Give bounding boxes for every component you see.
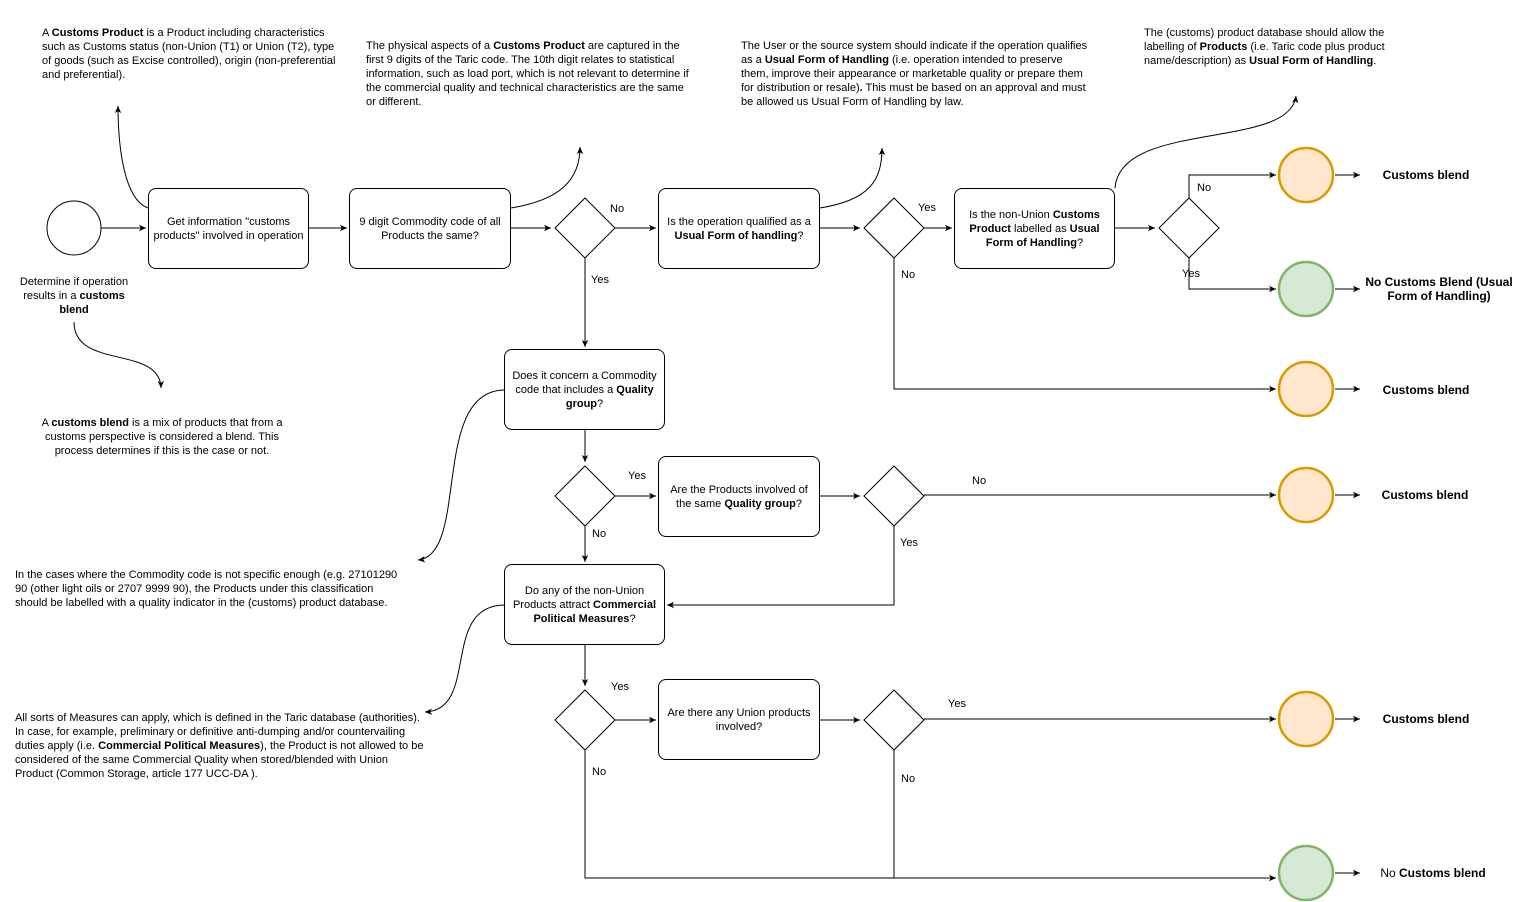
edge-label-d4-no: No [592,528,607,540]
end-label-customs-blend-2: Customs blend [1382,383,1470,397]
box-quality-group-code[interactable]: Does it concern a Commodity code that in… [504,349,665,430]
annotation-curve-commodity-specific [417,389,506,563]
decision-diamond-3[interactable] [1158,197,1220,259]
edge-label-d3-no: No [1197,182,1212,194]
decision-diamond-6[interactable] [554,689,616,751]
end-label-no-blend-usual: No Customs Blend (Usual Form of Handling… [1365,275,1513,303]
annotation-curve-user-indicate [819,147,886,209]
note-database: The (customs) product database should al… [1144,27,1385,67]
edge-label-d4-yes: Yes [628,470,646,482]
end-label-customs-blend-3: Customs blend [1381,488,1469,502]
edge-label-d2-yes: Yes [918,202,936,214]
edge-label-d5-no: No [972,475,987,487]
end-circle-no-blend-usual[interactable] [1277,260,1335,318]
annotation-curve-measures [424,604,506,715]
note-measures: All sorts of Measures can apply, which i… [15,712,424,780]
box-commercial-measures[interactable]: Do any of the non-Union Products attract… [504,564,665,645]
note-blend-def: A customs blend is a mix of products tha… [41,417,283,457]
edge-label-d7-no: No [901,773,916,785]
edge-label-d6-no: No [592,766,607,778]
edge-d3-no [1188,171,1276,198]
edge-label-d3-yes: Yes [1182,268,1200,280]
edge-label-d2-no: No [901,269,916,281]
decision-diamond-1[interactable] [554,197,616,259]
edge-label-d7-yes: Yes [948,698,966,710]
edge-label-d5-yes: Yes [900,537,918,549]
annotation-curve-physical-aspects [510,146,584,209]
decision-diamond-2[interactable] [863,197,925,259]
end-circle-customs-blend-2[interactable] [1277,360,1335,418]
start-node[interactable] [46,200,102,256]
edge-label-d1-no: No [610,203,625,215]
end-label-no-blend: No Customs blend [1380,866,1486,880]
edge-d3-yes [1188,258,1276,293]
edge-d2-no [893,258,1276,393]
note-determine: Determine if operation results in a cust… [19,276,129,316]
annotation-curve-customs-product [114,105,149,209]
end-circle-customs-blend-3[interactable] [1277,466,1335,524]
box-usual-form[interactable]: Is the operation qualified as a Usual Fo… [658,188,820,269]
edge-label-d1-yes: Yes [591,274,609,286]
decision-diamond-4[interactable] [554,465,616,527]
edge-d6-no [584,750,1276,882]
edge-label-d6-yes: Yes [611,681,629,693]
edge-d5-yes [667,526,895,609]
note-commodity-specific: In the cases where the Commodity code is… [15,569,398,609]
end-circle-customs-blend-1[interactable] [1277,146,1335,204]
box-get-info[interactable]: Get information "customs products" invol… [148,188,309,269]
box-commodity-same[interactable]: 9 digit Commodity code of all Products t… [349,188,511,269]
note-user-indicate: The User or the source system should ind… [741,40,1088,108]
decision-diamond-7[interactable] [863,689,925,751]
end-circle-customs-blend-4[interactable] [1277,690,1335,748]
annotation-curve-blend-def [73,321,165,389]
box-labelled[interactable]: Is the non-Union Customs Product labelle… [954,188,1115,269]
end-circle-no-blend[interactable] [1277,844,1335,902]
box-union-products[interactable]: Are there any Union products involved? [658,679,820,760]
decision-diamond-5[interactable] [863,465,925,527]
end-label-customs-blend-4: Customs blend [1382,712,1470,726]
note-customs-product: A Customs Product is a Product including… [42,27,336,81]
annotation-curve-database [1114,95,1299,189]
end-label-customs-blend-1: Customs blend [1382,168,1470,182]
box-same-quality-group[interactable]: Are the Products involved of the same Qu… [658,456,820,537]
note-physical-aspects: The physical aspects of a Customs Produc… [366,40,689,108]
